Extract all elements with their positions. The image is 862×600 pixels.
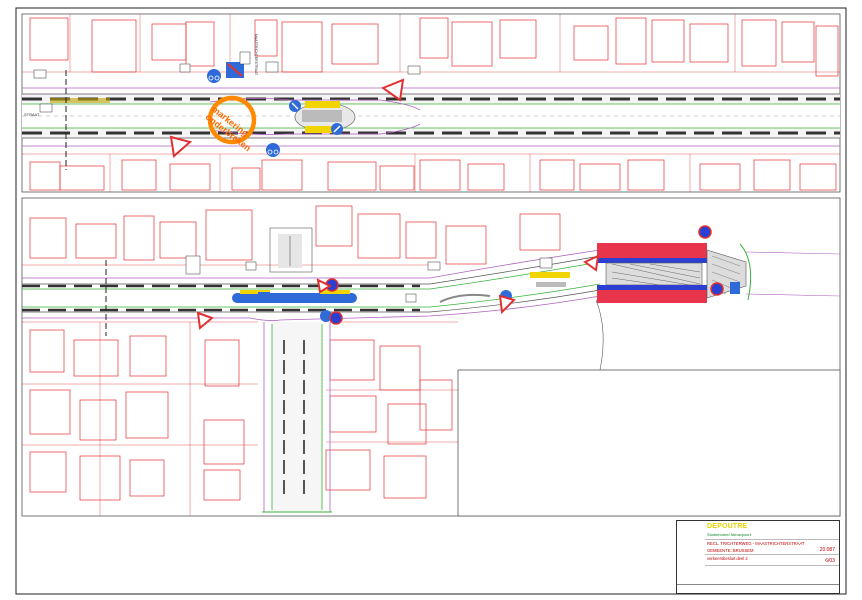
street-label: STRAAT bbox=[24, 112, 40, 117]
keep-right-sign-icon bbox=[258, 100, 740, 302]
small-sign-plates bbox=[33, 51, 553, 303]
no-entry-sign-icon bbox=[226, 62, 724, 325]
sheet-title: verkeersbesluit deel 2 bbox=[707, 556, 748, 561]
title-divider bbox=[705, 565, 839, 566]
firm-name: DEPOUTRE bbox=[707, 523, 748, 530]
top-buildings bbox=[29, 17, 839, 191]
bottom-buildings bbox=[29, 205, 561, 501]
blank-inset bbox=[457, 369, 841, 517]
top-road bbox=[22, 70, 840, 170]
top-parcel-lines bbox=[22, 14, 840, 192]
bottom-parcel-lines bbox=[22, 264, 458, 516]
side-street bbox=[262, 322, 332, 513]
revision-strip bbox=[677, 584, 839, 593]
side-street-label: MAASTRICHTERSTRAAT bbox=[254, 34, 258, 76]
bottom-viewport bbox=[21, 197, 841, 517]
title-divider bbox=[705, 554, 839, 555]
title-block: DEPOUTRE Studiebureel Nieuwpoort RECL. T… bbox=[676, 520, 840, 594]
bridge-structure bbox=[595, 243, 841, 371]
project-name: RECL. TRICHTERWEG - MAASTRICHTERSTRAAT bbox=[707, 541, 805, 546]
yield-triangle-icon bbox=[169, 78, 600, 330]
sheet-number: 6/03 bbox=[825, 558, 835, 564]
upper-side-street bbox=[269, 227, 313, 273]
bottom-main-road bbox=[22, 249, 601, 336]
bottom-traffic-island bbox=[232, 272, 570, 303]
sheet-border bbox=[15, 7, 847, 595]
municipality: GEMEENTE: BRUSSEM bbox=[707, 548, 754, 553]
project-number: 20.087 bbox=[819, 547, 835, 553]
firm-subtitle: Studiebureel Nieuwpoort bbox=[707, 532, 751, 537]
title-divider bbox=[705, 539, 839, 540]
annotation-circle bbox=[207, 95, 257, 145]
